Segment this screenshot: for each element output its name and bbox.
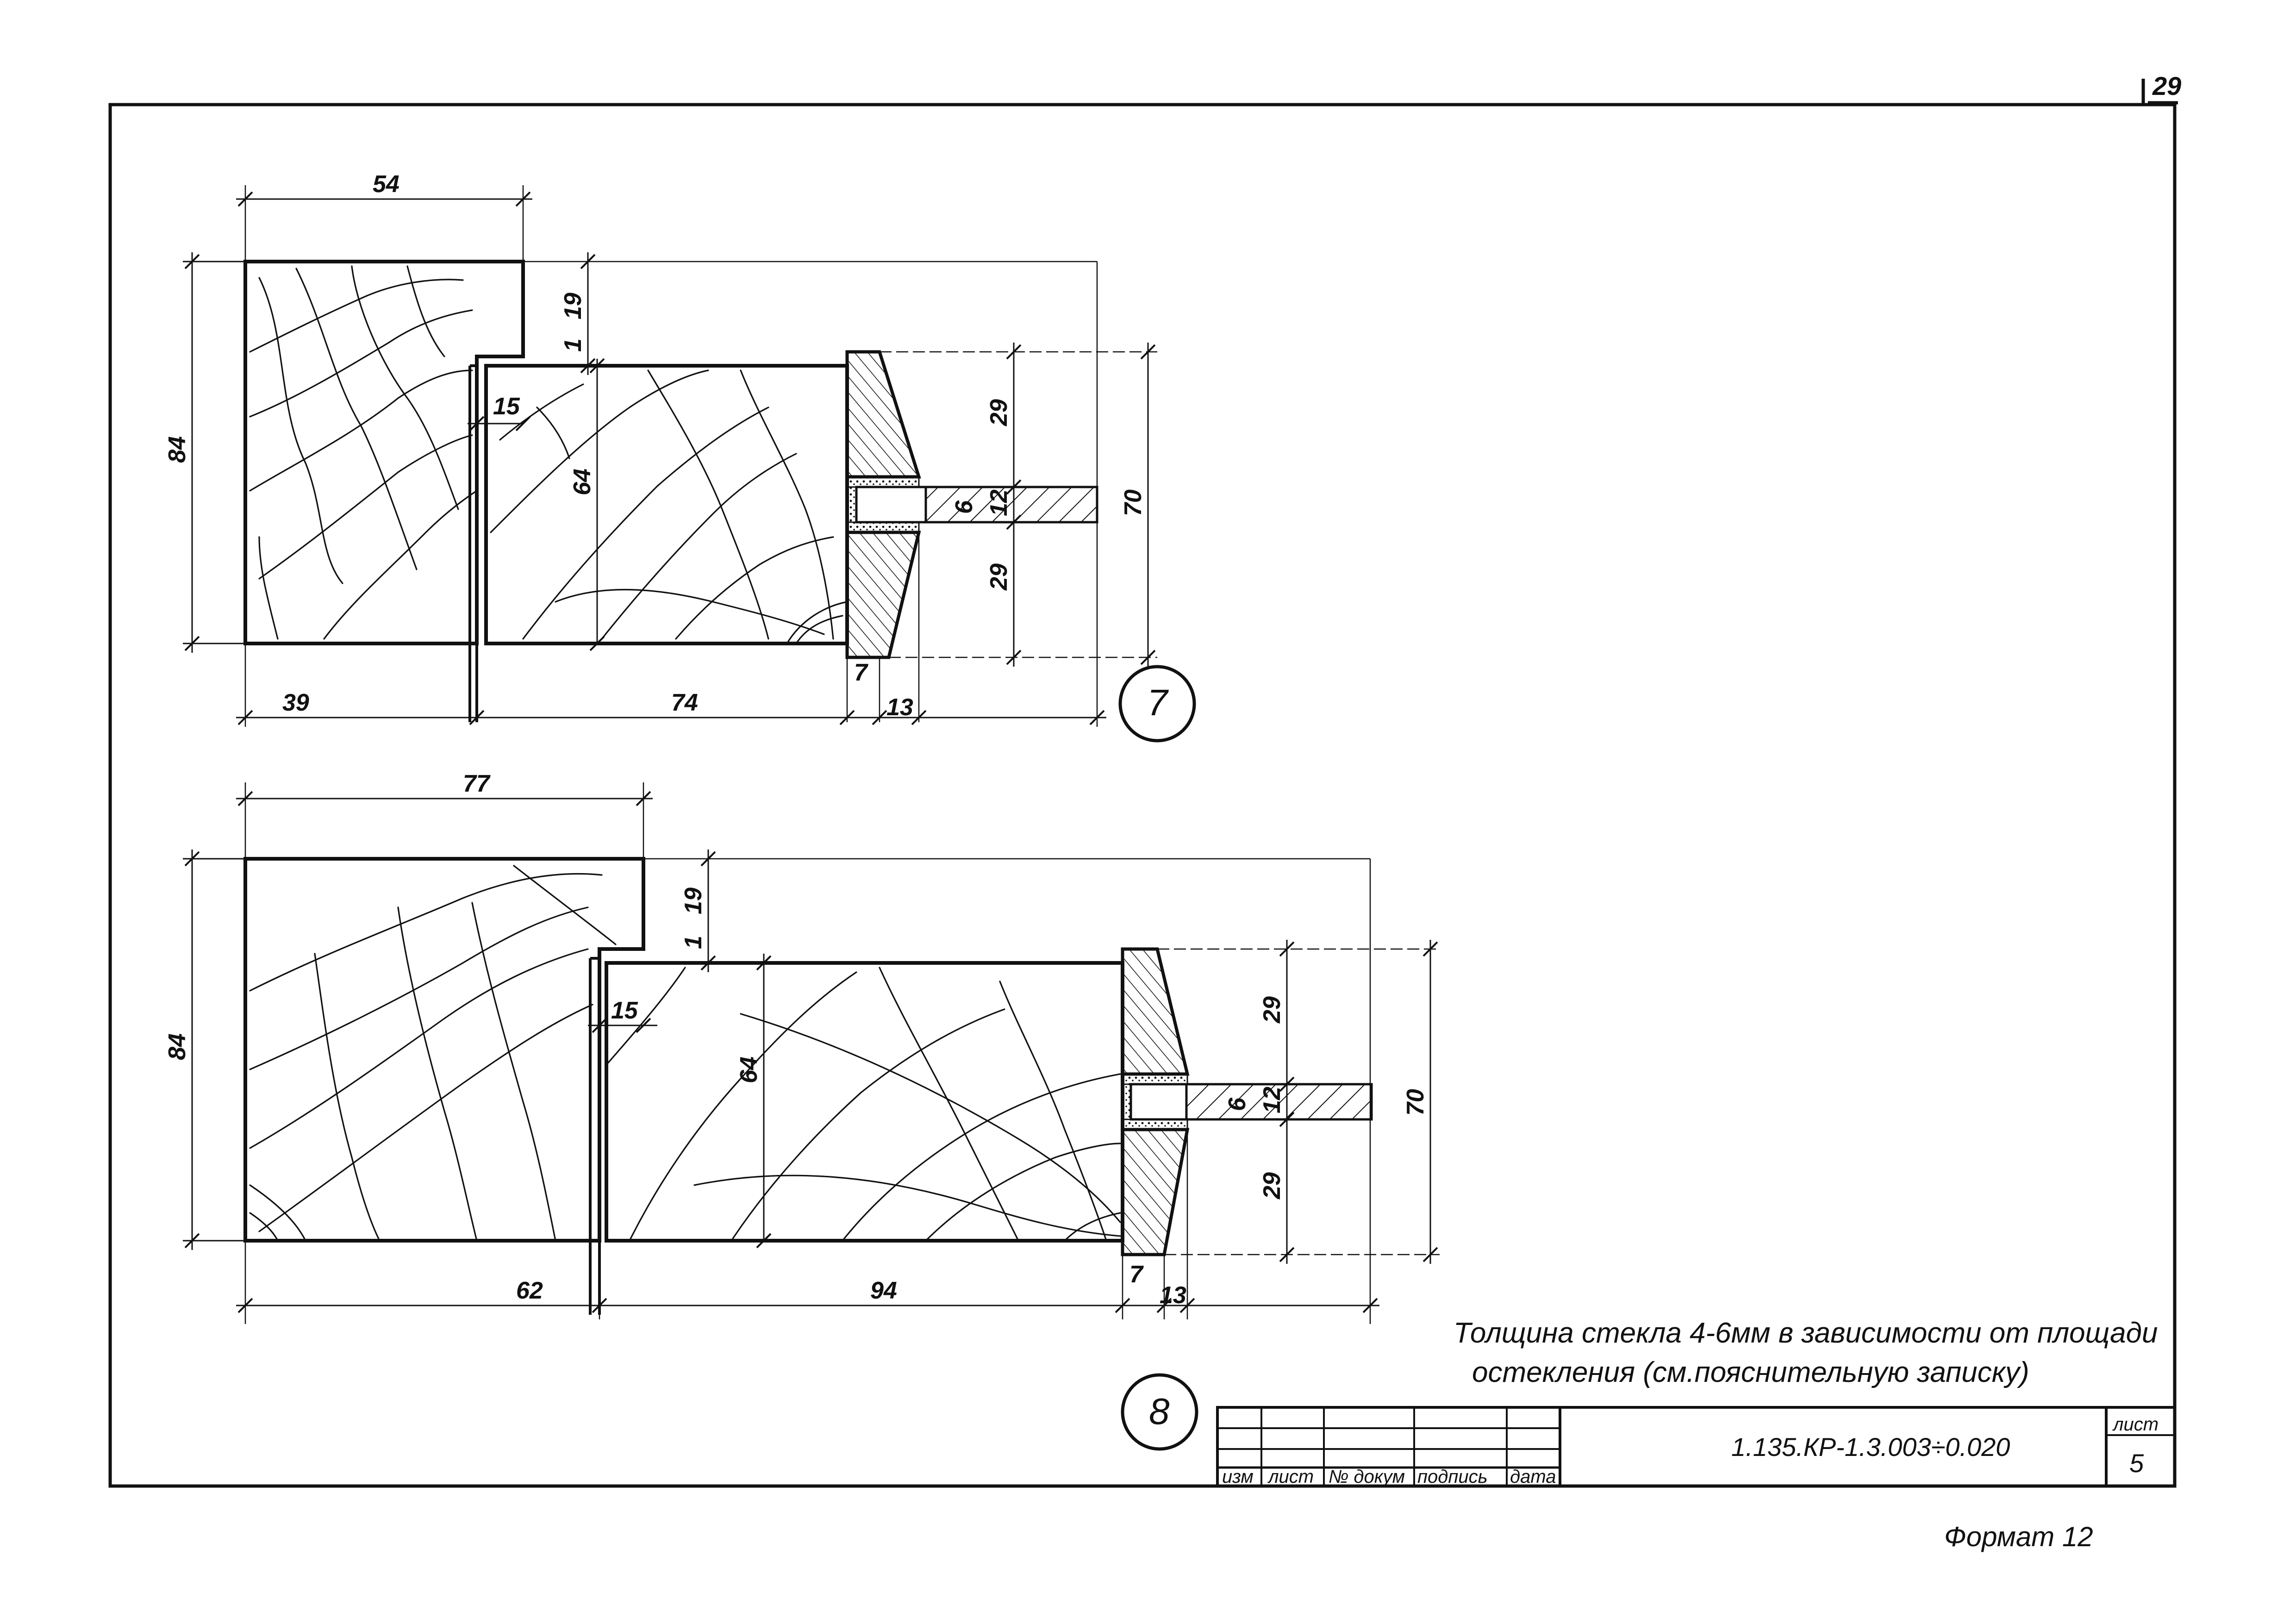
dim-glass-zone: 12 — [986, 489, 1012, 516]
dim-bottom-mid: 94 — [870, 1277, 897, 1304]
dim-rebate-width: 15 — [493, 393, 520, 420]
dim-bottom-right: 13 — [886, 694, 913, 721]
title-block: изм лист № докум подпись дата 1.135.КР-1… — [1216, 1406, 2176, 1487]
wood-grain — [249, 265, 848, 644]
dim-height-total: 84 — [164, 1033, 191, 1060]
tb-col-doc: № докум — [1329, 1467, 1405, 1487]
sash-profile — [484, 364, 849, 645]
sash-profile — [605, 961, 1124, 1243]
frame-profile — [243, 260, 525, 645]
dim-bottom-bead: 7 — [854, 659, 868, 686]
tb-col-date: дата — [1510, 1467, 1556, 1487]
dim-top-width: 77 — [463, 770, 491, 797]
note-line-1: Толщина стекла 4-6мм в зависимости от пл… — [1454, 1317, 2158, 1349]
dim-bottom-mid: 74 — [671, 689, 698, 716]
sheet-frame: 29 — [108, 71, 2181, 1488]
dim-height-total: 84 — [164, 436, 191, 463]
sheet-number: 5 — [2129, 1449, 2144, 1478]
format-label: Формат 12 — [1944, 1521, 2093, 1552]
dim-glass-zone: 12 — [1259, 1087, 1285, 1113]
detail-marker-7 — [1118, 665, 1196, 743]
sheet-label: лист — [2112, 1414, 2159, 1435]
dim-glass: 6 — [951, 500, 978, 514]
glazing-bead-top — [845, 350, 921, 479]
detail-marker-8-label: 8 — [1149, 1391, 1170, 1432]
dim-overall-right: 70 — [1120, 489, 1147, 516]
dim-sash-height: 64 — [736, 1056, 762, 1083]
dim-top-width: 54 — [373, 171, 399, 198]
frame-profile — [243, 857, 645, 1243]
tb-col-sign: подпись — [1417, 1467, 1488, 1487]
document-code: 1.135.КР-1.3.003÷0.020 — [1731, 1432, 2010, 1462]
page-number: 29 — [2152, 71, 2181, 100]
dim-bead-lower: 29 — [1259, 1172, 1285, 1199]
dim-bead-upper: 29 — [1259, 996, 1285, 1024]
note-line-2: остекления (см.пояснительную записку) — [1472, 1356, 2029, 1388]
dim-bottom-left: 62 — [516, 1277, 543, 1304]
wood-grain — [249, 865, 1121, 1242]
dim-bottom-left: 39 — [282, 689, 309, 716]
dim-glass: 6 — [1224, 1097, 1251, 1111]
detail-marker-7-label: 7 — [1147, 682, 1169, 723]
glazing-bead-bottom — [1121, 1128, 1190, 1256]
tb-col-list: лист — [1267, 1467, 1314, 1487]
dim-clearance: 1 — [560, 338, 586, 352]
glazing-bead-top — [1121, 947, 1190, 1076]
dim-overall-right: 70 — [1402, 1089, 1429, 1116]
dim-sash-height: 64 — [569, 468, 596, 495]
dim-rebate-width: 15 — [611, 997, 638, 1024]
dim-clearance: 1 — [680, 936, 707, 949]
tb-col-izm: изм — [1222, 1467, 1254, 1487]
dim-bead-upper: 29 — [986, 399, 1012, 426]
dim-rebate-depth: 19 — [560, 293, 586, 319]
dim-bottom-bead: 7 — [1129, 1261, 1144, 1288]
dim-bottom-right: 13 — [1160, 1282, 1186, 1309]
dim-bead-lower: 29 — [986, 563, 1012, 591]
glazing-bead-bottom — [845, 531, 921, 659]
dim-rebate-depth: 19 — [680, 887, 707, 914]
detail-marker-8 — [1121, 1373, 1198, 1451]
detail-7: 54 84 19 1 15 64 29 6 12 29 70 39 74 7 1… — [164, 171, 1196, 743]
detail-8: 77 84 19 1 15 64 29 6 12 29 70 62 94 7 1… — [164, 770, 1440, 1451]
